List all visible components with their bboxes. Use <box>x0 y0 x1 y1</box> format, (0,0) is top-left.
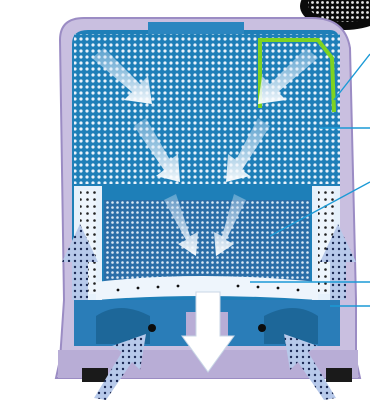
center-filter-panel <box>104 200 310 284</box>
left-foot <box>82 368 108 382</box>
right-foot <box>326 368 352 382</box>
